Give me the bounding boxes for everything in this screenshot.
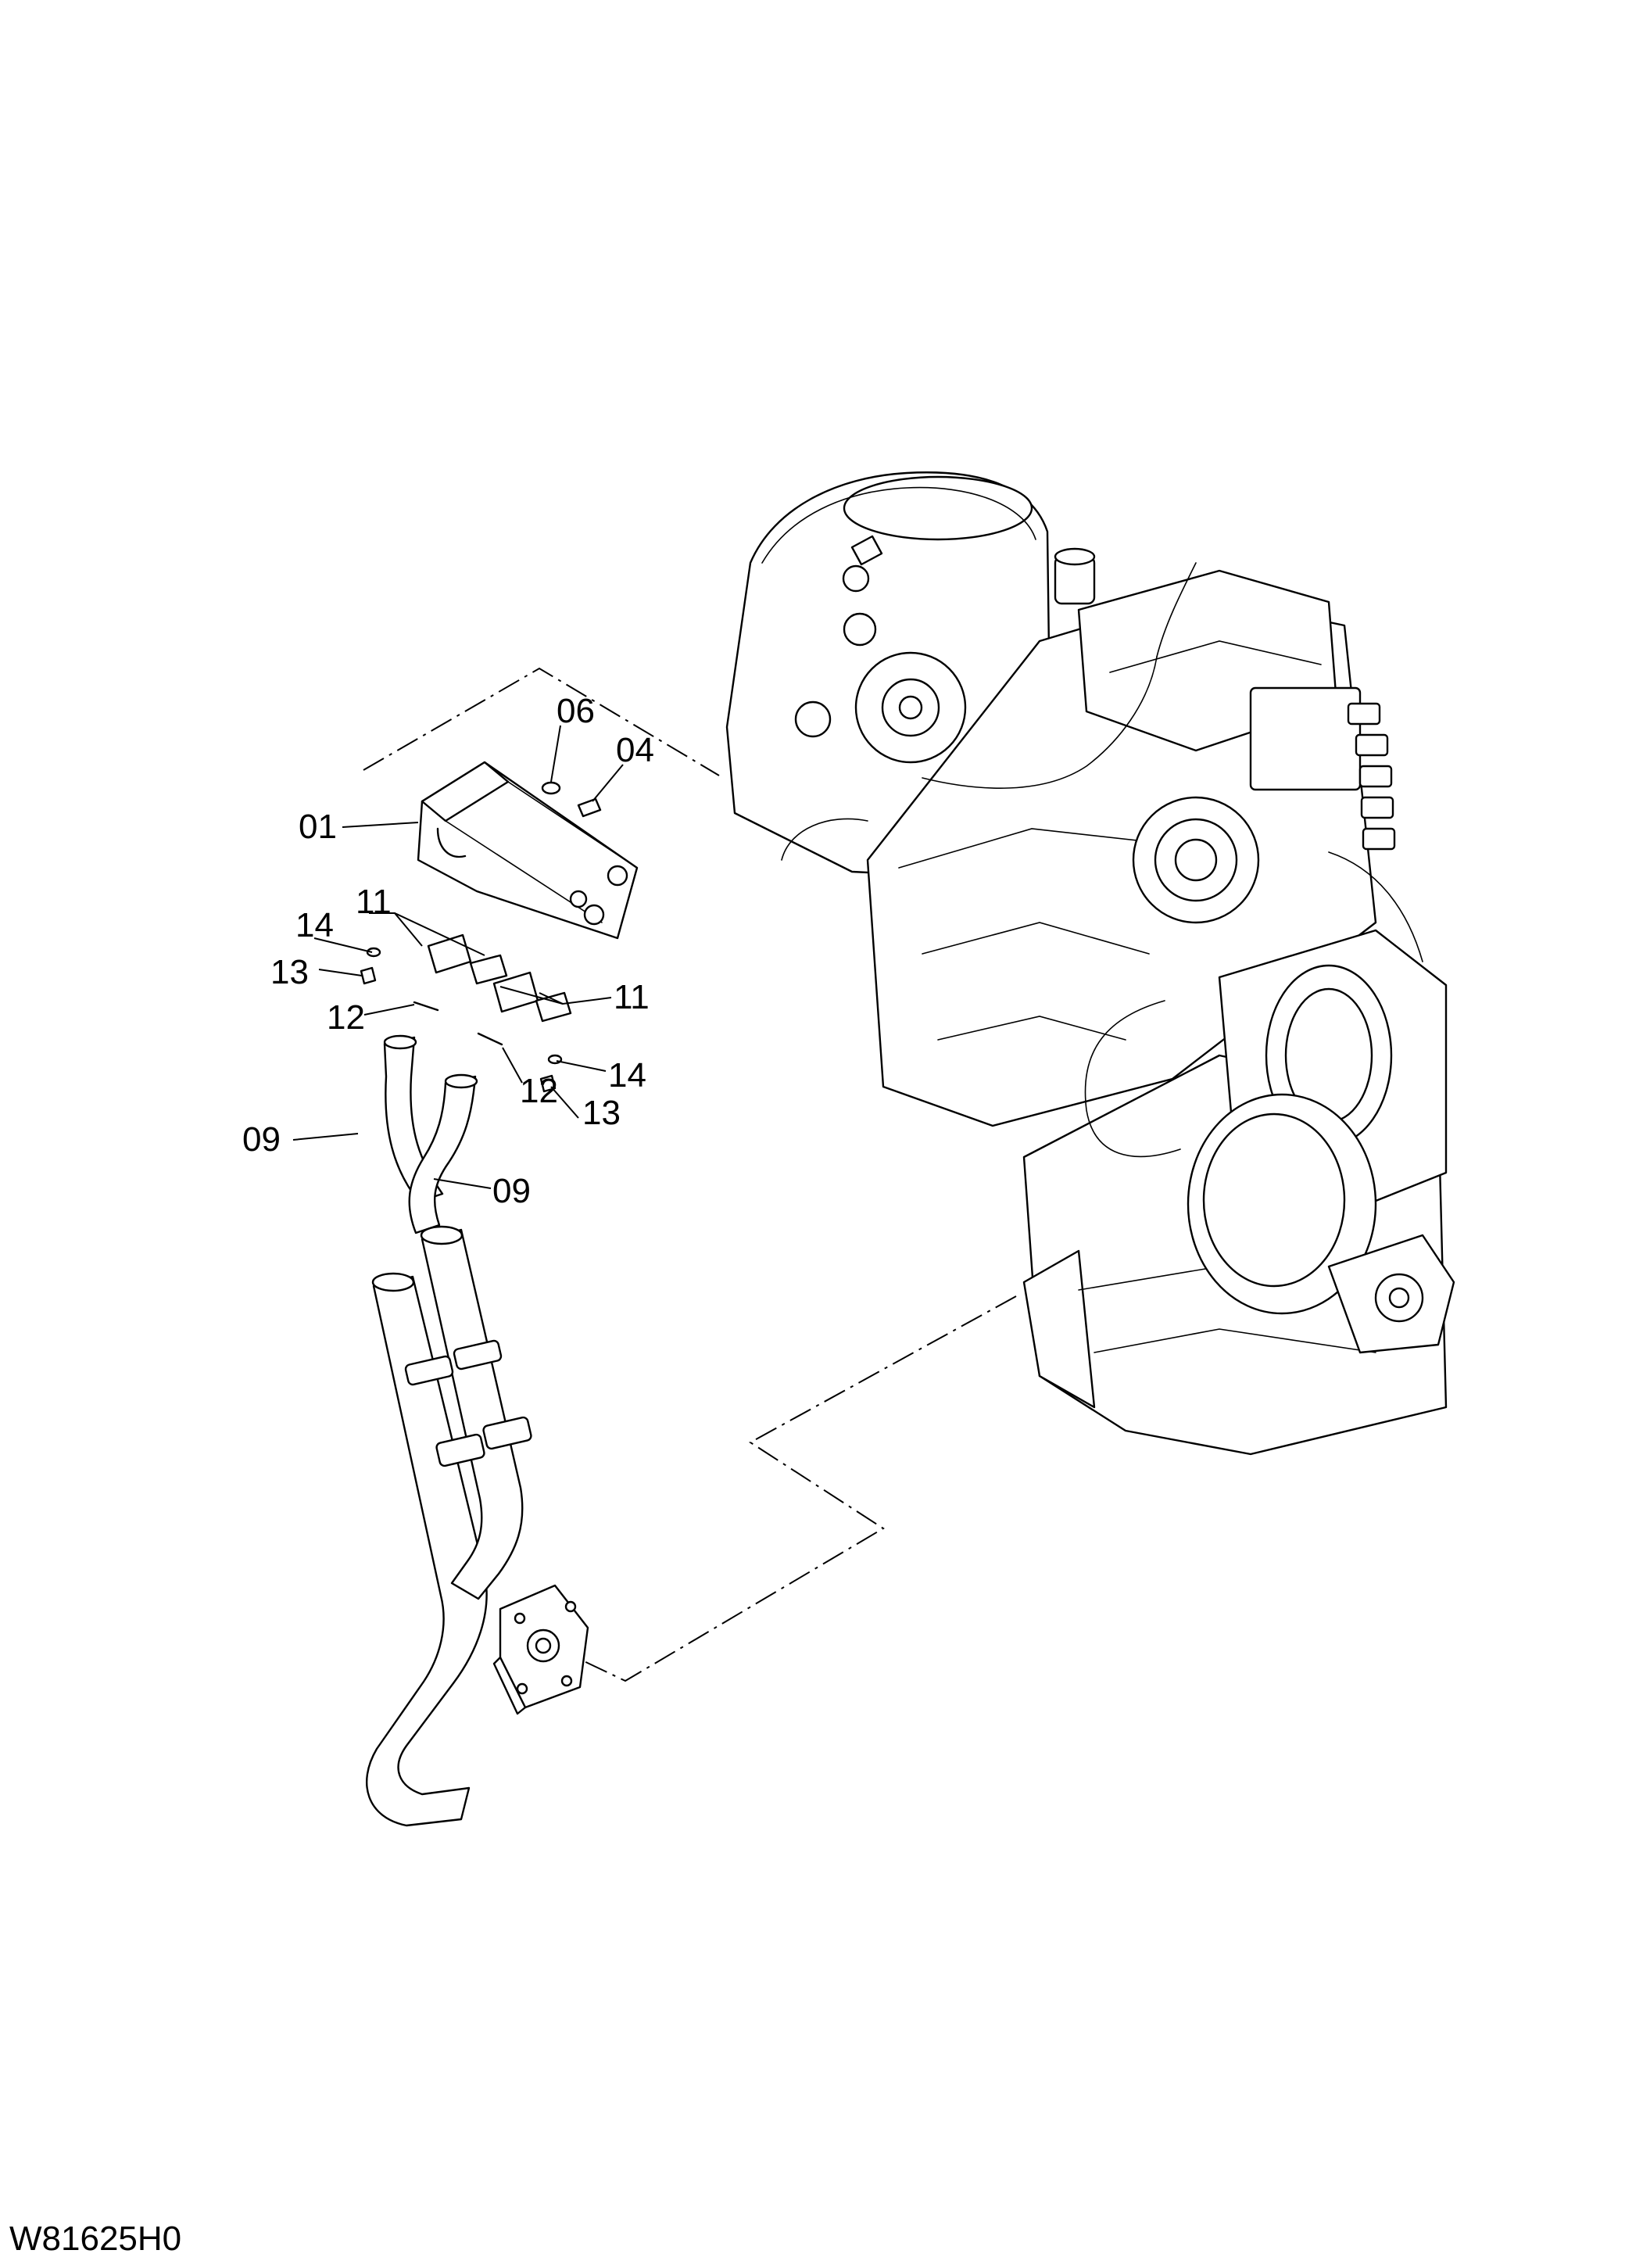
callout-09b: 09	[492, 1172, 531, 1210]
pilot-line	[1156, 562, 1197, 657]
fitting-11a	[427, 933, 472, 974]
pipe-assembly	[366, 1225, 532, 1827]
callout-12a: 12	[327, 998, 365, 1037]
callout-13b: 13	[582, 1094, 621, 1132]
callout-11b: 11	[614, 978, 650, 1016]
cooler-port-upper	[607, 865, 628, 887]
callouts: 01 06 04 11 11 14 13 12 14 13 12 09 09	[242, 692, 654, 1210]
washer-14a	[366, 947, 381, 958]
callout-14a: 14	[295, 906, 334, 944]
callout-06: 06	[557, 692, 595, 730]
solenoid-valves	[1347, 702, 1396, 851]
oil-cooler	[417, 761, 639, 940]
flange-plate	[492, 1584, 589, 1715]
o-ring-12a	[413, 1001, 439, 1012]
leader-lines	[292, 725, 624, 1189]
callout-01: 01	[299, 808, 337, 846]
flywheel-rim	[843, 475, 1033, 541]
callout-11a: 11	[356, 883, 392, 921]
figure-code: W81625H0	[9, 2220, 181, 2258]
bolt-04	[577, 797, 602, 818]
o-ring-12b	[477, 1032, 503, 1046]
washer-06	[541, 781, 561, 795]
callout-14b: 14	[608, 1056, 646, 1095]
bolt-13a	[360, 966, 377, 985]
cooler-port-lower	[583, 904, 605, 926]
callout-09a: 09	[242, 1120, 281, 1159]
callout-12b: 12	[520, 1072, 558, 1110]
callout-13a: 13	[270, 953, 309, 991]
callout-04: 04	[616, 731, 654, 769]
assembly-lines	[363, 667, 1017, 1682]
fitting-11b	[492, 971, 539, 1013]
breather-plug	[850, 535, 883, 566]
transmission-assembly	[725, 471, 1455, 1456]
